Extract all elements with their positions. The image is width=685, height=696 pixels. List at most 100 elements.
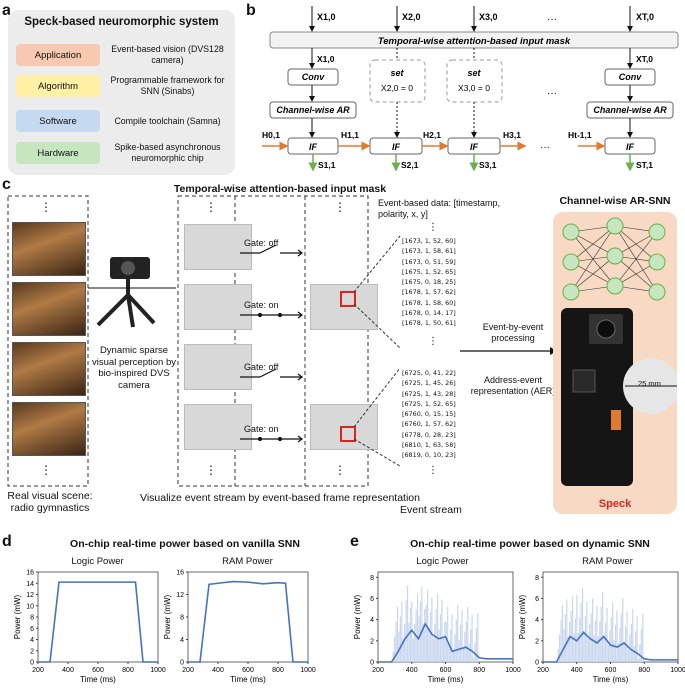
layer-box-software: Software bbox=[16, 110, 100, 132]
xtick-label-3-3: 800 bbox=[638, 667, 650, 674]
conv-box-1 bbox=[287, 68, 339, 86]
system-row-algorithm: Algorithm Programmable framework for SNN… bbox=[16, 75, 229, 99]
visualize-label: Visualize event stream by event-based fr… bbox=[140, 492, 420, 504]
xtick-label-3-4: 1000 bbox=[670, 667, 685, 674]
input-xt: XT,0 bbox=[636, 12, 654, 22]
ytick-label-1-2: 8 bbox=[180, 615, 184, 622]
mask-bar-label: Temporal-wise attention-based input mask bbox=[378, 36, 571, 47]
gate-label-4: Gate: on bbox=[244, 424, 279, 434]
scene-vdots-bottom: ⋮ bbox=[40, 463, 52, 477]
set-word-3: set bbox=[467, 68, 481, 78]
xlabel-1: Time (ms) bbox=[230, 675, 266, 684]
events-vdots-2: ⋮ bbox=[428, 336, 438, 347]
plot-e2-title: RAM Power bbox=[582, 556, 633, 567]
panel-label-d: d bbox=[2, 533, 12, 550]
ytick-label-1-4: 16 bbox=[176, 570, 184, 577]
panel-label-e: e bbox=[350, 533, 359, 550]
processing-arrow bbox=[460, 347, 557, 355]
spike-s2: S2,1 bbox=[401, 160, 419, 170]
if-label-2: IF bbox=[392, 142, 401, 152]
dvs-vdots-top: ⋮ bbox=[205, 200, 217, 214]
plot-frame-0 bbox=[37, 571, 159, 663]
spike-s3: S3,1 bbox=[479, 160, 497, 170]
gate-label-3: Gate: off bbox=[244, 362, 279, 372]
panel-e-title: On-chip real-time power based on dynamic… bbox=[410, 538, 650, 550]
ylabel-3: Power (mW) bbox=[518, 594, 527, 639]
xtick-label-0-1: 400 bbox=[62, 667, 74, 674]
gate-switches bbox=[240, 245, 303, 443]
events-vdots-1: ⋮ bbox=[428, 222, 438, 233]
middle-dots: ··· bbox=[547, 88, 557, 99]
camera-label: Dynamic sparse visual perception by bio-… bbox=[92, 345, 176, 391]
set-eq-2: X2,0 = 0 bbox=[381, 83, 413, 93]
ytick-label-3-4: 8 bbox=[535, 575, 539, 582]
series-line-1 bbox=[188, 580, 308, 663]
event-stream-label: Event stream bbox=[400, 504, 462, 516]
xtick-label-3-1: 400 bbox=[571, 667, 583, 674]
scene-frame-3 bbox=[12, 342, 86, 396]
plot-frame-2 bbox=[377, 571, 514, 663]
layer-box-algorithm: Algorithm bbox=[16, 75, 100, 97]
car-label-1: Channel-wise AR bbox=[276, 105, 350, 115]
ytick-label-2-3: 6 bbox=[370, 596, 374, 603]
panel-label-b: b bbox=[246, 2, 256, 19]
ytick-label-0-3: 6 bbox=[30, 626, 34, 633]
snn-title: Channel-wise AR-SNN bbox=[559, 195, 671, 207]
ylabel-0: Power (mW) bbox=[13, 594, 22, 639]
events-vdots-3: ⋮ bbox=[428, 465, 438, 476]
masked-xt: XT,0 bbox=[636, 54, 653, 64]
dvs-camera-icon bbox=[88, 257, 176, 328]
plot-d2-title: RAM Power bbox=[222, 556, 273, 567]
system-row-application: Application Event-based vision (DVS128 c… bbox=[16, 44, 229, 68]
xtick-label-2-2: 600 bbox=[440, 667, 452, 674]
mask-title-c: Temporal-wise attention-based input mask bbox=[173, 183, 387, 195]
panel-d-title: On-chip real-time power based on vanilla… bbox=[70, 538, 300, 550]
plot-d1-title: Logic Power bbox=[71, 556, 124, 567]
hidden-h1: H1,1 bbox=[341, 130, 359, 140]
ytick-label-0-7: 14 bbox=[26, 581, 34, 588]
ytick-label-2-1: 2 bbox=[370, 638, 374, 645]
xtick-label-1-0: 200 bbox=[182, 667, 194, 674]
car-label-t: Channel-wise AR bbox=[593, 105, 667, 115]
ytick-label-2-2: 4 bbox=[370, 617, 374, 624]
hidden-h0: H0,1 bbox=[262, 130, 280, 140]
zoom-lines bbox=[354, 235, 401, 467]
xtick-label-3-2: 600 bbox=[605, 667, 617, 674]
ytick-label-1-3: 12 bbox=[176, 592, 184, 599]
xtick-label-0-2: 600 bbox=[92, 667, 104, 674]
spike-st: ST,1 bbox=[636, 160, 653, 170]
masked-frame-2 bbox=[310, 404, 378, 450]
panel-label-a: a bbox=[2, 2, 11, 19]
layer-desc-algorithm: Programmable framework for SNN (Sinabs) bbox=[110, 75, 225, 96]
ytick-label-3-3: 6 bbox=[535, 596, 539, 603]
architecture-diagram: Temporal-wise attention-based input mask… bbox=[262, 6, 679, 172]
snn-network-icon bbox=[562, 217, 666, 301]
dvs-frame-1 bbox=[184, 224, 252, 270]
xtick-label-0-3: 800 bbox=[122, 667, 134, 674]
xtick-label-2-3: 800 bbox=[473, 667, 485, 674]
system-row-hardware: Hardware Spike-based asynchronous neurom… bbox=[16, 142, 229, 166]
layer-desc-application: Event-based vision (DVS128 camera) bbox=[111, 44, 224, 65]
ytick-label-3-0: 0 bbox=[535, 660, 539, 667]
ytick-label-3-1: 2 bbox=[535, 638, 539, 645]
event-roi-box-2 bbox=[340, 426, 356, 442]
xtick-label-1-2: 600 bbox=[242, 667, 254, 674]
ytick-label-0-1: 2 bbox=[30, 648, 34, 655]
hidden-ht: Ht-1,1 bbox=[568, 130, 592, 140]
scene-frame-1 bbox=[12, 222, 86, 276]
masked-vdots-top: ⋮ bbox=[334, 200, 346, 214]
input-x2: X2,0 bbox=[402, 12, 421, 22]
ytick-label-2-4: 8 bbox=[370, 575, 374, 582]
event-roi-box-1 bbox=[340, 291, 356, 307]
ytick-label-3-2: 4 bbox=[535, 617, 539, 624]
series-line-0 bbox=[38, 581, 158, 663]
ytick-label-1-1: 4 bbox=[180, 637, 184, 644]
xlabel-0: Time (ms) bbox=[80, 675, 116, 684]
aer-label: Address-event representation (AER) bbox=[470, 375, 556, 396]
ytick-label-0-8: 16 bbox=[26, 570, 34, 577]
xtick-label-3-0: 200 bbox=[537, 667, 549, 674]
masked-x1: X1,0 bbox=[317, 54, 335, 64]
ylabel-1: Power (mW) bbox=[163, 594, 172, 639]
masked-vdots-bottom: ⋮ bbox=[334, 463, 346, 477]
